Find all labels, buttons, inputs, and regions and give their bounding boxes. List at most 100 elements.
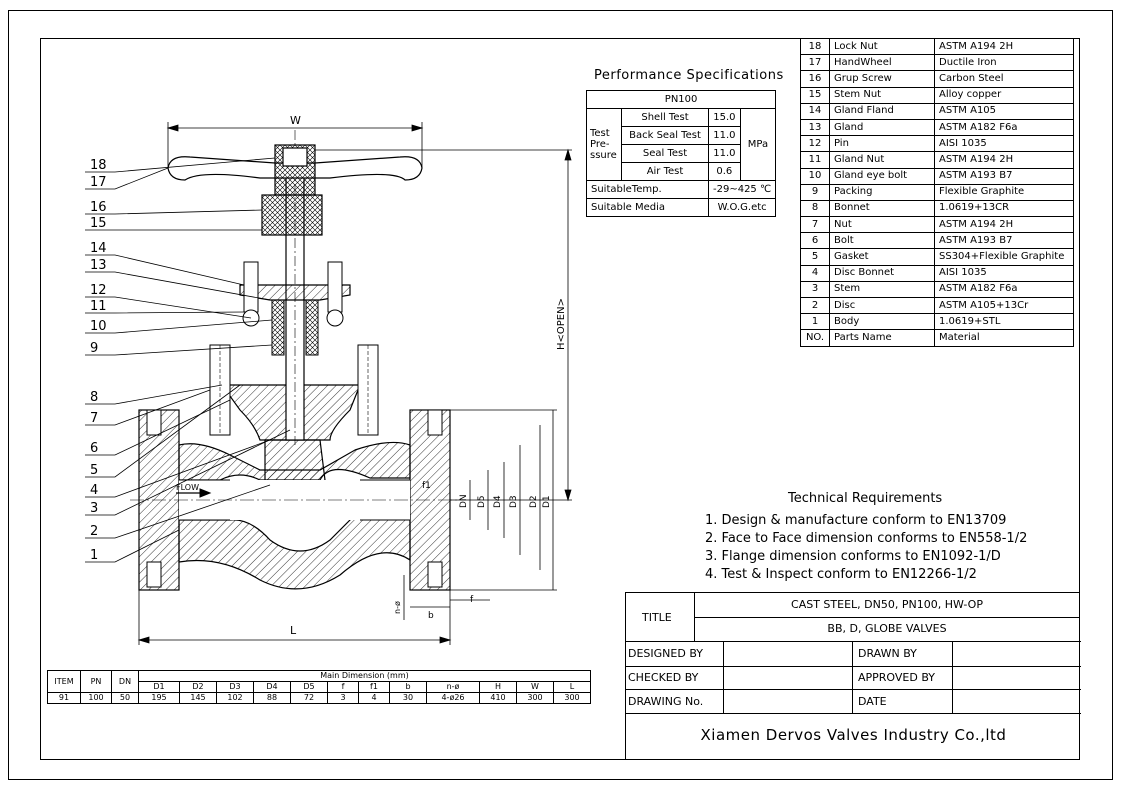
dim-value: 410 [479, 692, 517, 704]
part-material: Flexible Graphite [934, 183, 1074, 201]
dim-w: W [290, 114, 301, 127]
dim-header: H [479, 681, 517, 693]
dim-header: D1 [138, 681, 180, 693]
callout-5: 5 [90, 463, 99, 478]
header-no: NO. [800, 329, 830, 347]
dim-header: PN [80, 670, 112, 693]
main-dimension-label: Main Dimension (mm) [138, 670, 591, 682]
part-material: ASTM A182 F6a [934, 118, 1074, 137]
part-no: 17 [800, 54, 830, 72]
technical-requirements-title: Technical Requirements [788, 491, 943, 506]
part-name: Pin [829, 135, 935, 153]
designed-by-label: DESIGNED BY [628, 647, 703, 660]
technical-item: 2. Face to Face dimension conforms to EN… [705, 531, 1028, 546]
dim-header: L [553, 681, 591, 693]
callout-7: 7 [90, 411, 99, 426]
part-name: Gasket [829, 248, 935, 266]
callout-leaders [85, 157, 291, 563]
test-pressure-label: Test Pre- ssure [586, 108, 622, 181]
part-name: Gland eye bolt [829, 167, 935, 185]
part-material: AISI 1035 [934, 264, 1074, 282]
dim-header: ITEM [47, 670, 81, 693]
callout-12: 12 [90, 283, 107, 298]
dim-header: DN [111, 670, 139, 693]
part-material: 1.0619+STL [934, 313, 1074, 331]
dim-value: 72 [290, 692, 328, 704]
part-name: Lock Nut [829, 37, 935, 56]
part-material: AISI 1035 [934, 135, 1074, 153]
dim-header: f [327, 681, 359, 693]
media-label: Suitable Media [586, 198, 709, 217]
dim-h: H<OPEN> [556, 298, 567, 350]
dim-value: 300 [553, 692, 591, 704]
callout-3: 3 [90, 501, 99, 516]
part-no: 1 [800, 313, 830, 331]
callout-16: 16 [90, 200, 107, 215]
part-name: Bonnet [829, 199, 935, 218]
dim-d4: D4 [493, 495, 503, 508]
test-name: Shell Test [621, 108, 709, 127]
dim-dn: DN [459, 494, 469, 508]
date-label: DATE [858, 695, 887, 708]
part-name: Gland Fland [829, 102, 935, 120]
callout-6: 6 [90, 441, 99, 456]
title-label: TITLE [642, 611, 672, 624]
checked-by-label: CHECKED BY [628, 671, 699, 684]
dim-d5: D5 [477, 495, 487, 508]
part-material: 1.0619+13CR [934, 199, 1074, 218]
outer-border [8, 10, 1113, 780]
test-value: 11.0 [708, 126, 741, 145]
pn-rating: PN100 [585, 90, 777, 109]
dim-value: 88 [253, 692, 291, 704]
callout-10: 10 [90, 319, 107, 334]
test-value: 11.0 [708, 144, 741, 163]
test-value: 15.0 [708, 108, 741, 127]
part-no: 14 [800, 102, 830, 120]
part-no: 10 [800, 167, 830, 185]
part-material: Carbon Steel [934, 70, 1074, 88]
part-material: ASTM A194 2H [934, 37, 1074, 56]
technical-item: 3. Flange dimension conforms to EN1092-1… [705, 549, 1001, 564]
callout-15: 15 [90, 216, 107, 231]
callout-13: 13 [90, 258, 107, 273]
callout-4: 4 [90, 483, 99, 498]
dim-value: 91 [47, 692, 81, 704]
part-name: Bolt [829, 232, 935, 250]
part-name: HandWheel [829, 54, 935, 72]
title-line-1: CAST STEEL, DN50, PN100, HW-OP [791, 598, 983, 611]
callout-18: 18 [90, 158, 107, 173]
callout-2: 2 [90, 524, 99, 539]
dim-value: 3 [327, 692, 359, 704]
dim-f1: f1 [422, 481, 431, 491]
callout-1: 1 [90, 548, 99, 563]
part-material: ASTM A193 B7 [934, 167, 1074, 185]
callout-14: 14 [90, 241, 107, 256]
header-material: Material [934, 329, 1074, 347]
title-line-2: BB, D, GLOBE VALVES [827, 622, 947, 635]
part-name: Disc Bonnet [829, 264, 935, 282]
performance-title: Performance Specifications [594, 68, 784, 83]
part-name: Nut [829, 216, 935, 234]
part-no: 7 [800, 216, 830, 234]
dim-header: D5 [290, 681, 328, 693]
part-no: 9 [800, 183, 830, 201]
dim-l: L [290, 624, 297, 637]
dim-header: D4 [253, 681, 291, 693]
dim-value: 50 [111, 692, 139, 704]
pressure-unit: MPa [739, 108, 777, 181]
parts-list-header: NO. Parts Name Material [800, 329, 1074, 347]
part-material: ASTM A193 B7 [934, 232, 1074, 250]
dim-value: 100 [80, 692, 112, 704]
part-name: Packing [829, 183, 935, 201]
